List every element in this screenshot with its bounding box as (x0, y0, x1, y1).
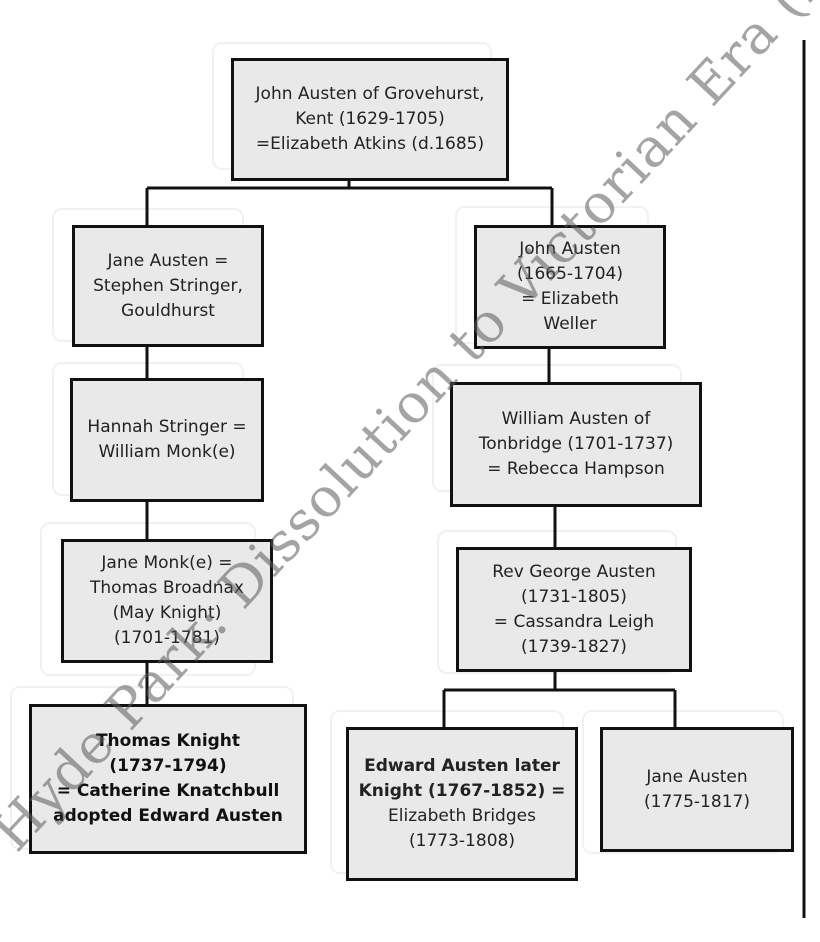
node-thomas-knight: Thomas Knight (1737-1794) = Catherine Kn… (29, 704, 307, 854)
node-rev-george-austen: Rev George Austen (1731-1805) = Cassandr… (456, 547, 692, 672)
node-label: Thomas Knight (1737-1794) = Catherine Kn… (53, 731, 283, 826)
node-label-rest: Elizabeth Bridges (1773-1808) (388, 806, 536, 851)
node-jane-austen-stringer: Jane Austen = Stephen Stringer, Gouldhur… (72, 225, 264, 347)
node-jane-monk: Jane Monk(e) = Thomas Broadnax (May Knig… (61, 539, 273, 663)
node-hannah-stringer: Hannah Stringer = William Monk(e) (70, 378, 264, 502)
node-jane-austen-1775: Jane Austen (1775-1817) (600, 727, 794, 852)
node-label: William Austen of Tonbridge (1701-1737) … (478, 409, 674, 479)
node-label: Jane Austen = Stephen Stringer, Gouldhur… (93, 250, 243, 321)
node-label: John Austen (1665-1704) = Elizabeth Well… (517, 239, 623, 334)
node-john-austen-grovehurst: John Austen of Grovehurst, Kent (1629-17… (231, 58, 509, 181)
node-label-bold: Edward Austen later Knight (1767-1852) = (358, 756, 566, 801)
node-label: Hannah Stringer = William Monk(e) (87, 417, 247, 462)
node-william-austen-tonbridge: William Austen of Tonbridge (1701-1737) … (450, 382, 702, 507)
node-john-austen-1665: John Austen (1665-1704) = Elizabeth Well… (474, 225, 666, 349)
node-label: Jane Monk(e) = Thomas Broadnax (May Knig… (90, 553, 244, 648)
node-edward-austen: Edward Austen later Knight (1767-1852) =… (346, 727, 578, 881)
node-label: John Austen of Grovehurst, Kent (1629-17… (255, 84, 485, 154)
node-label: Edward Austen later Knight (1767-1852) =… (359, 754, 566, 854)
node-label: Jane Austen (1775-1817) (644, 766, 750, 812)
node-label: Rev George Austen (1731-1805) = Cassandr… (492, 561, 656, 657)
